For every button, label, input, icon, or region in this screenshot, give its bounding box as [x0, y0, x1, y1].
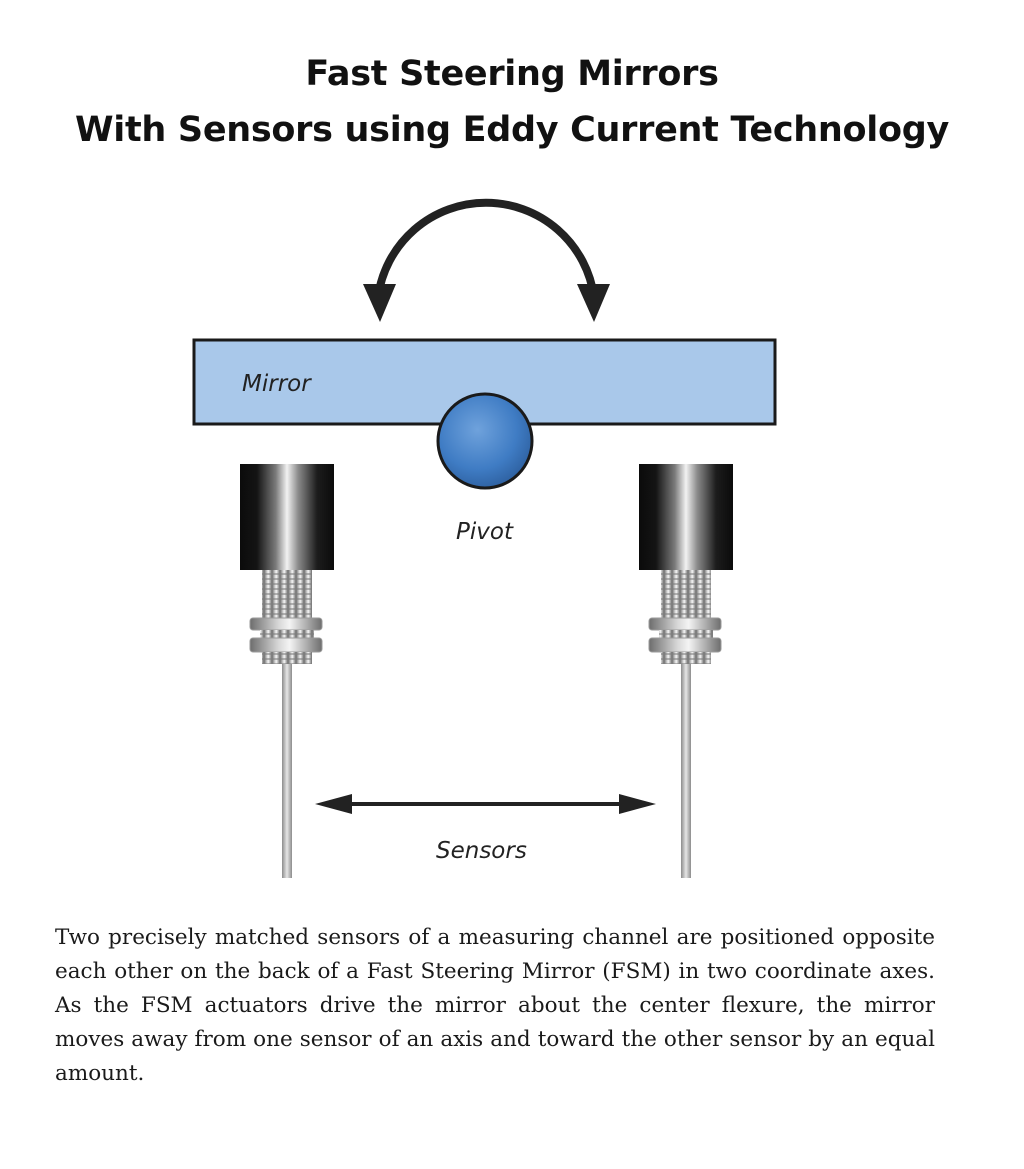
left-sensor — [240, 464, 334, 878]
page-title: Fast Steering Mirrors With Sensors using… — [0, 46, 1024, 158]
pivot: Pivot — [436, 392, 534, 545]
pivot-label: Pivot — [456, 519, 514, 545]
title-line-1: Fast Steering Mirrors — [305, 54, 719, 94]
double-arrow-icon — [315, 794, 656, 814]
rotation-arrow-icon — [363, 198, 610, 322]
caption-text: Two precisely matched sensors of a measu… — [55, 925, 935, 1086]
sensors-label: Sensors — [436, 838, 527, 864]
right-sensor — [639, 464, 733, 878]
fsm-diagram: Mirror Pivot — [192, 198, 777, 878]
title-line-2: With Sensors using Eddy Current Technolo… — [75, 110, 949, 150]
mirror-label: Mirror — [242, 371, 312, 397]
